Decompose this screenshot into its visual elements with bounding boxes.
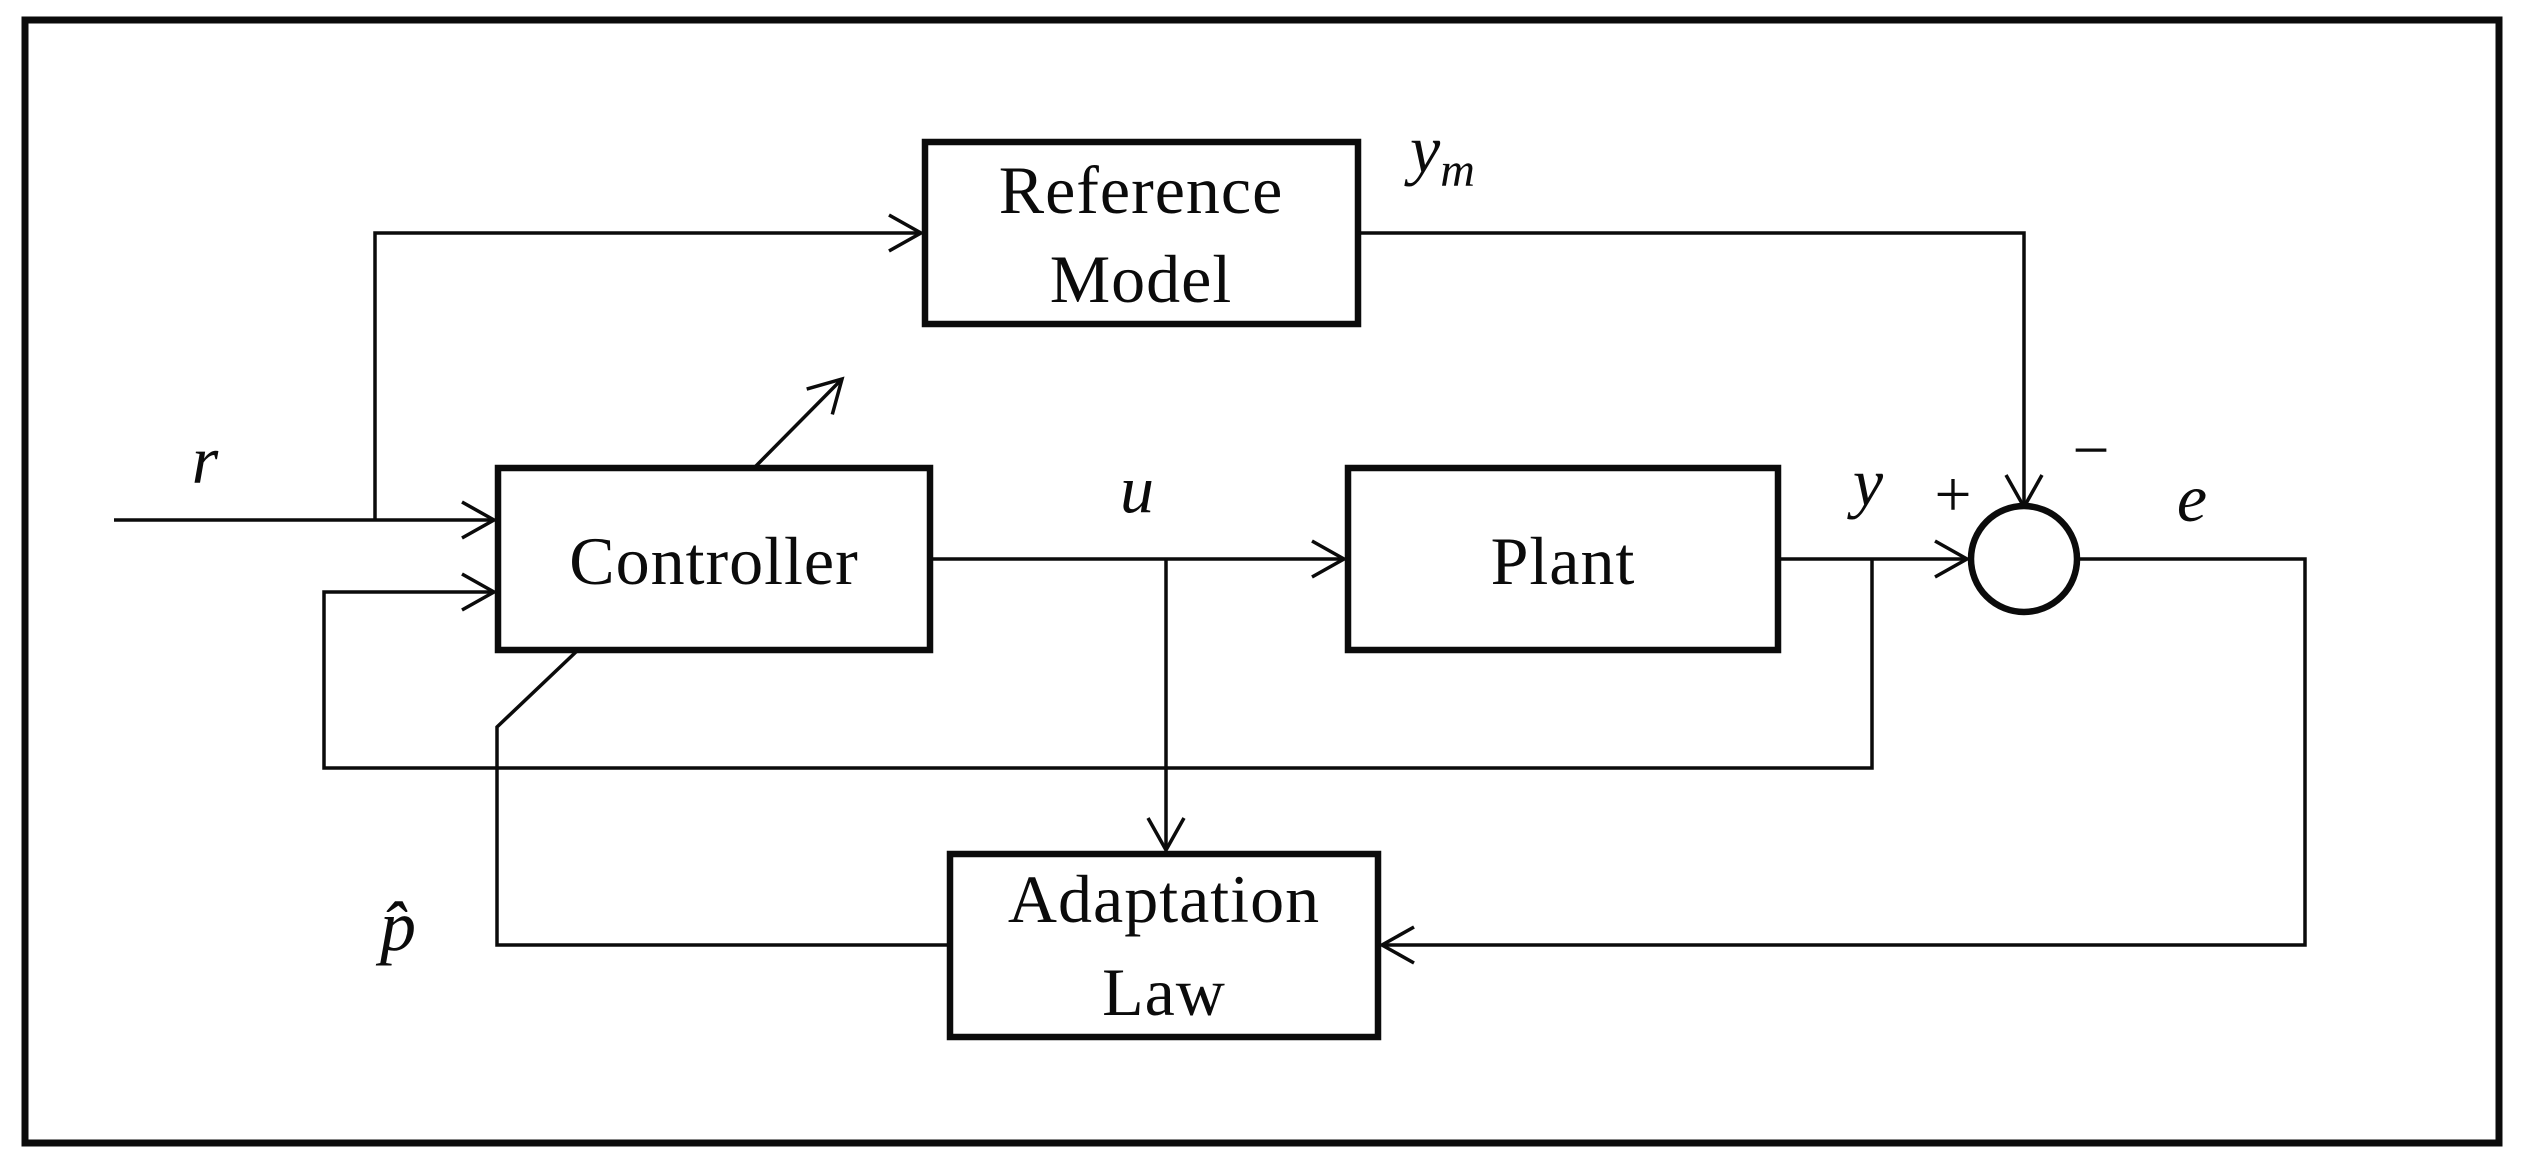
summing-junction-plus-sign: + (1934, 458, 1971, 531)
reference-model-block (921, 138, 1362, 328)
reference-model-label-line1: Reference (999, 152, 1284, 228)
adaptation-law-label-line1: Adaptation (1008, 861, 1320, 937)
plant-label: Plant (1491, 523, 1636, 599)
controller-adjustment-arrow (752, 376, 845, 470)
controller-block (494, 464, 934, 654)
signal-label-p-hat: p̂ (375, 886, 416, 966)
summing-junction-minus-sign: − (2072, 414, 2109, 487)
wire-ym-to-summing-junction (1358, 231, 2044, 511)
controller-label: Controller (569, 523, 859, 599)
wire-y-feedback-to-controller (322, 559, 1874, 770)
summing-junction (1967, 502, 2081, 616)
signal-label-ym: ym (1404, 111, 1475, 197)
signal-label-y: y (1847, 444, 1884, 520)
signal-label-u: u (1120, 451, 1154, 527)
wire-phat-to-controller (495, 648, 950, 947)
adaptation-law-label-line2: Law (1102, 954, 1226, 1030)
reference-model-label-line2: Model (1050, 241, 1233, 317)
wire-e-to-adaptation-law (1378, 557, 2307, 965)
wire-r-branch-to-reference-model (373, 213, 925, 520)
diagram-border (21, 16, 2503, 1147)
signal-label-r: r (192, 422, 219, 498)
signal-label-e: e (2177, 460, 2207, 536)
